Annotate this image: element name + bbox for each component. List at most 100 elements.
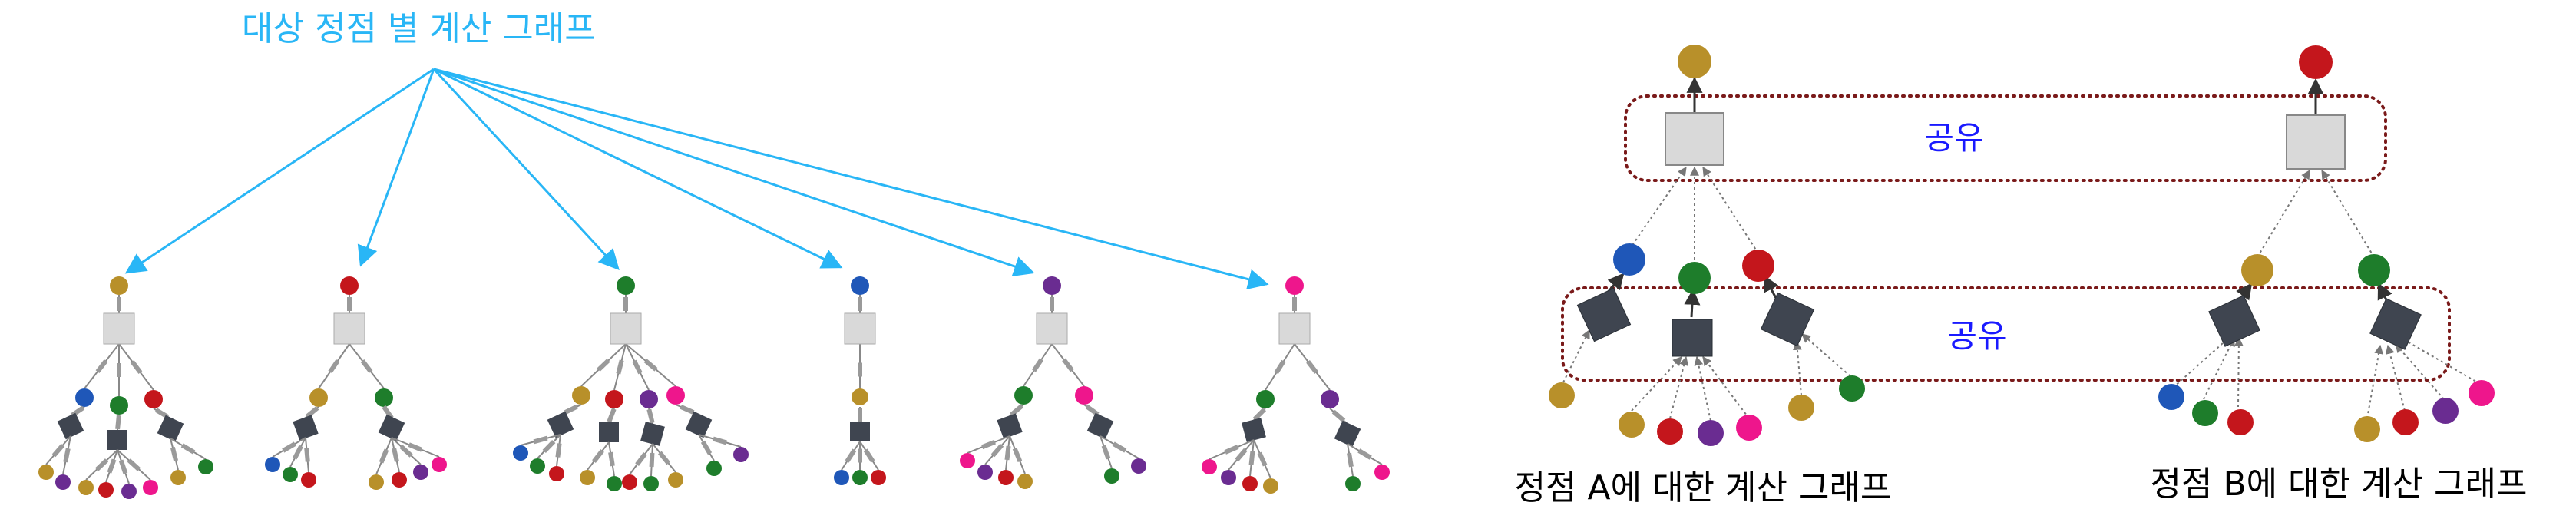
leaf-node xyxy=(1698,420,1724,446)
node xyxy=(1742,250,1774,282)
leaf-node xyxy=(1736,415,1762,441)
mini-edge-weight xyxy=(597,359,610,372)
fan-arrow xyxy=(433,68,1035,276)
edge xyxy=(2321,169,2375,258)
mini-node xyxy=(375,388,393,407)
mini-edge-weight xyxy=(616,359,624,375)
mini-edge-weight xyxy=(555,443,562,458)
mini-node xyxy=(530,458,545,474)
mini-edge-weight xyxy=(858,408,862,422)
mini-edge-weight xyxy=(399,445,413,458)
mini-aggregator xyxy=(599,422,619,442)
edge xyxy=(2385,344,2406,412)
leaf-node xyxy=(1839,375,1865,402)
mini-node xyxy=(668,472,683,488)
mini-edge-weight xyxy=(713,436,727,445)
edge xyxy=(1684,288,1701,318)
mini-edge-weight xyxy=(95,359,108,373)
mini-node xyxy=(1285,276,1304,295)
mini-node xyxy=(309,388,328,407)
mini-node xyxy=(369,474,384,490)
mini-aggregator xyxy=(293,415,319,441)
mini-edge-weight xyxy=(564,404,578,415)
share-box-bottom xyxy=(1561,286,2451,382)
mini-edge-weight xyxy=(51,443,65,458)
mini-node xyxy=(1242,476,1258,491)
edge xyxy=(2257,169,2310,258)
shared-graph: 공유 공유 xyxy=(1515,45,2528,508)
mini-edge-weight xyxy=(170,447,179,461)
mini-aggregator xyxy=(997,413,1023,439)
share-label-bottom: 공유 xyxy=(1947,317,2006,355)
aggregator-layer2 xyxy=(2369,298,2422,350)
left-title: 대상 정점 별 계산 그래프 xyxy=(242,9,596,48)
mini-node xyxy=(572,386,590,405)
mini-node xyxy=(1345,476,1361,491)
caption-vertex-a: 정점 A에 대한 계산 그래프 xyxy=(1515,468,1892,508)
mini-node xyxy=(110,276,128,295)
edge xyxy=(1792,340,1802,396)
mini-edge-weight xyxy=(347,297,352,311)
mini-edge-weight xyxy=(1004,445,1011,461)
mini-node xyxy=(143,480,158,495)
mini-node xyxy=(998,470,1014,485)
mini-node xyxy=(198,459,213,474)
mini-node xyxy=(852,388,868,405)
mini-node xyxy=(38,465,54,480)
aggregator-layer2 xyxy=(1576,287,1632,342)
mini-root-aggregator xyxy=(1036,312,1068,345)
edge xyxy=(2366,344,2384,419)
caption-vertex-b: 정점 B에 대한 계산 그래프 xyxy=(2151,465,2528,504)
mini-edge-weight xyxy=(180,443,196,455)
mini-edge-weight xyxy=(127,458,141,471)
fan-arrow xyxy=(357,68,435,267)
edge xyxy=(2395,343,2445,400)
mini-edge-weight xyxy=(115,415,121,430)
edge xyxy=(2172,336,2231,388)
mini-node xyxy=(706,461,722,476)
edge xyxy=(1562,329,1590,383)
mini-edge-weight xyxy=(1012,448,1023,462)
fan-arrow xyxy=(433,68,843,269)
mini-edge-weight xyxy=(282,441,296,453)
mini-root-aggregator xyxy=(103,312,135,345)
leaf-node xyxy=(1657,418,1683,445)
mini-node xyxy=(1321,390,1339,408)
mini-node xyxy=(1374,465,1390,480)
mini-edge-weight xyxy=(305,405,319,419)
mini-node xyxy=(1014,386,1033,405)
mini-node xyxy=(733,447,749,462)
mini-node xyxy=(607,476,622,491)
leaf-node xyxy=(2469,380,2495,406)
mini-edge-weight xyxy=(1248,451,1255,465)
node xyxy=(2241,254,2273,286)
mini-aggregator xyxy=(1242,418,1266,442)
mini-node xyxy=(640,390,658,408)
mini-edge-weight xyxy=(1331,409,1346,423)
edge xyxy=(1629,167,1687,250)
mini-edge-weight xyxy=(858,362,862,377)
leaf-node xyxy=(2192,400,2218,426)
leaf-node xyxy=(2158,384,2184,410)
mini-edge-weight xyxy=(623,297,628,311)
mini-node xyxy=(301,472,316,488)
mini-edge-weight xyxy=(863,448,875,463)
node xyxy=(1678,262,1711,294)
mini-edge-weight xyxy=(649,452,655,468)
mini-node xyxy=(1043,276,1061,295)
mini-node xyxy=(1263,478,1278,494)
mini-edge-weight xyxy=(117,363,121,377)
mini-edge-weight xyxy=(658,451,670,465)
mini-node xyxy=(513,445,528,461)
mini-node xyxy=(871,470,886,485)
mini-edge-weight xyxy=(1224,445,1239,455)
mini-node xyxy=(580,470,595,485)
mini-edge-weight xyxy=(1257,451,1268,467)
mini-edge-weight xyxy=(379,448,389,464)
mini-aggregator xyxy=(685,411,713,438)
mini-aggregator xyxy=(1086,412,1114,440)
mini-edge-weight xyxy=(392,448,399,462)
mini-node xyxy=(1256,390,1275,408)
mini-edge-weight xyxy=(858,448,862,463)
